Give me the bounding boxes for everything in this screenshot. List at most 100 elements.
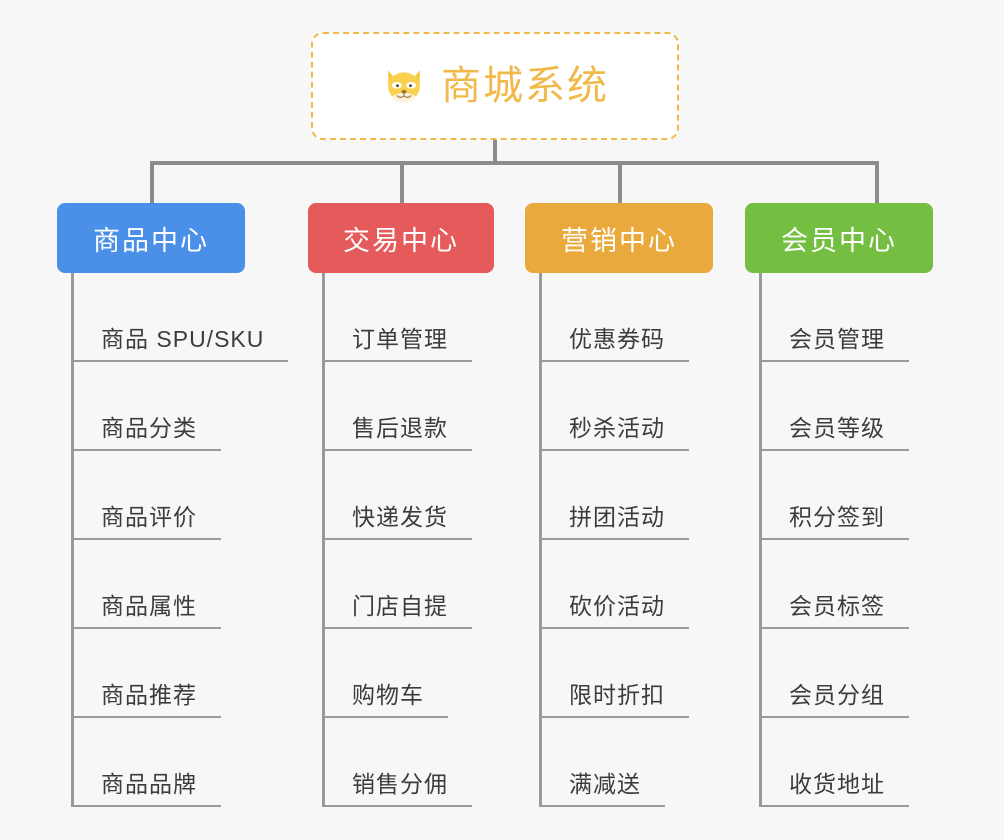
leaf-underline: 销售分佣 xyxy=(322,769,472,807)
branch-header-trade[interactable]: 交易中心 xyxy=(308,203,494,273)
leaf-list-marketing: 优惠券码 秒杀活动 拼团活动 砍价活动 限时折扣 满减送 xyxy=(525,273,713,807)
leaf-list-product: 商品 SPU/SKU 商品分类 商品评价 商品属性 商品推荐 商品品牌 xyxy=(57,273,289,807)
leaf-label: 商品分类 xyxy=(101,415,197,441)
root-node[interactable]: 商城系统 xyxy=(311,32,679,140)
list-item[interactable]: 商品 SPU/SKU xyxy=(57,273,289,362)
leaf-underline: 拼团活动 xyxy=(539,502,689,540)
leaf-label: 购物车 xyxy=(352,682,424,708)
leaf-underline: 秒杀活动 xyxy=(539,413,689,451)
list-item[interactable]: 满减送 xyxy=(525,718,713,807)
list-item[interactable]: 商品品牌 xyxy=(57,718,288,807)
branch-header-label: 商品中心 xyxy=(93,225,209,256)
list-item[interactable]: 商品评价 xyxy=(57,451,288,540)
branch-header-product[interactable]: 商品中心 xyxy=(57,203,245,273)
leaf-label: 商品属性 xyxy=(101,593,197,619)
leaf-spine xyxy=(322,273,325,807)
leaf-underline: 商品分类 xyxy=(71,413,221,451)
list-item[interactable]: 售后退款 xyxy=(308,362,494,451)
leaf-underline: 会员标签 xyxy=(759,591,909,629)
leaf-underline: 限时折扣 xyxy=(539,680,689,718)
leaf-underline: 订单管理 xyxy=(322,324,472,362)
leaf-underline: 商品品牌 xyxy=(71,769,221,807)
list-item[interactable]: 秒杀活动 xyxy=(525,362,713,451)
leaf-underline: 会员管理 xyxy=(759,324,909,362)
branch-column-member: 会员中心 会员管理 会员等级 积分签到 会员标签 会员分组 收货地址 xyxy=(745,203,933,807)
leaf-label: 商品品牌 xyxy=(101,771,197,797)
leaf-label: 拼团活动 xyxy=(569,504,665,530)
branch-header-label: 会员中心 xyxy=(781,225,897,256)
connector-drop-1 xyxy=(150,161,154,205)
leaf-underline: 积分签到 xyxy=(759,502,909,540)
list-item[interactable]: 积分签到 xyxy=(745,451,933,540)
list-item[interactable]: 会员管理 xyxy=(745,273,933,362)
leaf-list-trade: 订单管理 售后退款 快递发货 门店自提 购物车 销售分佣 xyxy=(308,273,494,807)
list-item[interactable]: 销售分佣 xyxy=(308,718,494,807)
branch-header-label: 交易中心 xyxy=(343,225,459,256)
leaf-underline: 商品 SPU/SKU xyxy=(71,324,289,362)
list-item[interactable]: 商品分类 xyxy=(57,362,288,451)
leaf-underline: 会员分组 xyxy=(759,680,909,718)
leaf-label: 销售分佣 xyxy=(352,771,448,797)
leaf-underline: 商品评价 xyxy=(71,502,221,540)
leaf-label: 商品评价 xyxy=(101,504,197,530)
leaf-underline: 满减送 xyxy=(539,769,665,807)
list-item[interactable]: 订单管理 xyxy=(308,273,494,362)
list-item[interactable]: 优惠券码 xyxy=(525,273,713,362)
leaf-underline: 会员等级 xyxy=(759,413,909,451)
shiba-dog-face-icon xyxy=(388,70,420,103)
leaf-label: 优惠券码 xyxy=(569,326,665,352)
leaf-underline: 商品属性 xyxy=(71,591,221,629)
leaf-list-member: 会员管理 会员等级 积分签到 会员标签 会员分组 收货地址 xyxy=(745,273,933,807)
leaf-label: 会员管理 xyxy=(789,326,885,352)
leaf-label: 快递发货 xyxy=(352,504,448,530)
list-item[interactable]: 拼团活动 xyxy=(525,451,713,540)
list-item[interactable]: 快递发货 xyxy=(308,451,494,540)
list-item[interactable]: 会员等级 xyxy=(745,362,933,451)
leaf-spine xyxy=(539,273,542,807)
leaf-label: 订单管理 xyxy=(352,326,448,352)
leaf-label: 会员等级 xyxy=(789,415,885,441)
branch-column-marketing: 营销中心 优惠券码 秒杀活动 拼团活动 砍价活动 限时折扣 满减送 xyxy=(525,203,713,807)
leaf-underline: 快递发货 xyxy=(322,502,472,540)
leaf-label: 积分签到 xyxy=(789,504,885,530)
list-item[interactable]: 限时折扣 xyxy=(525,629,713,718)
connector-drop-3 xyxy=(618,161,622,205)
branch-header-member[interactable]: 会员中心 xyxy=(745,203,933,273)
leaf-label: 门店自提 xyxy=(352,593,448,619)
leaf-label: 满减送 xyxy=(569,771,641,797)
leaf-underline: 门店自提 xyxy=(322,591,472,629)
leaf-spine xyxy=(71,273,74,807)
leaf-label: 售后退款 xyxy=(352,415,448,441)
list-item[interactable]: 购物车 xyxy=(308,629,494,718)
connector-drop-2 xyxy=(400,161,404,205)
leaf-underline: 商品推荐 xyxy=(71,680,221,718)
leaf-label: 砍价活动 xyxy=(569,593,665,619)
leaf-label: 商品推荐 xyxy=(101,682,197,708)
leaf-underline: 购物车 xyxy=(322,680,448,718)
leaf-label: 商品 SPU/SKU xyxy=(101,326,265,352)
leaf-label: 会员标签 xyxy=(789,593,885,619)
leaf-label: 收货地址 xyxy=(789,771,885,797)
branch-header-label: 营销中心 xyxy=(561,225,677,256)
branch-header-marketing[interactable]: 营销中心 xyxy=(525,203,713,273)
list-item[interactable]: 会员分组 xyxy=(745,629,933,718)
connector-drop-4 xyxy=(875,161,879,205)
branch-column-trade: 交易中心 订单管理 售后退款 快递发货 门店自提 购物车 销售分佣 xyxy=(308,203,494,807)
leaf-underline: 优惠券码 xyxy=(539,324,689,362)
branch-column-product: 商品中心 商品 SPU/SKU 商品分类 商品评价 商品属性 商品推荐 商品品牌 xyxy=(57,203,289,807)
list-item[interactable]: 砍价活动 xyxy=(525,540,713,629)
leaf-underline: 砍价活动 xyxy=(539,591,689,629)
leaf-label: 会员分组 xyxy=(789,682,885,708)
connector-root-stem xyxy=(493,140,497,164)
leaf-spine xyxy=(759,273,762,807)
list-item[interactable]: 门店自提 xyxy=(308,540,494,629)
connector-horizontal-bar xyxy=(150,161,879,165)
leaf-label: 秒杀活动 xyxy=(569,415,665,441)
list-item[interactable]: 会员标签 xyxy=(745,540,933,629)
list-item[interactable]: 收货地址 xyxy=(745,718,933,807)
list-item[interactable]: 商品属性 xyxy=(57,540,288,629)
root-title: 商城系统 xyxy=(441,64,609,108)
list-item[interactable]: 商品推荐 xyxy=(57,629,288,718)
leaf-underline: 收货地址 xyxy=(759,769,909,807)
